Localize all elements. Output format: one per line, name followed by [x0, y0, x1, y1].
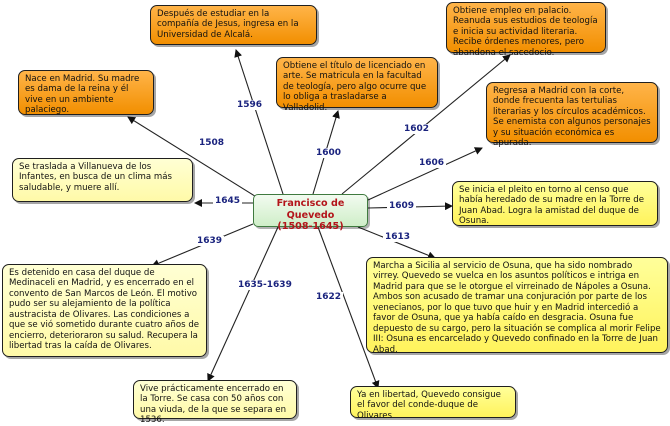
event-node-1600[interactable]: Obtiene el título de licenciado en arte.…	[276, 57, 438, 113]
event-node-1613[interactable]: Marcha a Sicilia al servicio de Osuna, q…	[366, 257, 668, 355]
event-text-1622: Ya en libertad, Quevedo consigue el favo…	[357, 390, 501, 421]
year-label-1622: 1622	[314, 292, 344, 302]
event-node-1596[interactable]: Después de estudiar en la compañía de Je…	[150, 5, 317, 45]
year-label-1609: 1609	[387, 201, 417, 211]
event-text-1609: Se inicia el pleito en torno al censo qu…	[459, 185, 645, 227]
event-node-1602[interactable]: Obtiene empleo en palacio. Reanuda sus e…	[446, 2, 606, 58]
center-node[interactable]: Francisco de Quevedo (1508-1645)	[253, 194, 368, 232]
event-text-1600: Obtiene el título de licenciado en arte.…	[283, 61, 427, 113]
line-1508	[127, 116, 259, 199]
event-node-1508[interactable]: Nace en Madrid. Su madre es dama de la r…	[18, 70, 154, 115]
event-node-1645[interactable]: Se traslada a Villanueva de los Infantes…	[12, 158, 193, 202]
event-node-1606[interactable]: Regresa a Madrid con la corte, donde fre…	[486, 82, 658, 148]
event-node-1609[interactable]: Se inicia el pleito en torno al censo qu…	[452, 181, 658, 226]
line-1613	[357, 226, 436, 260]
year-label-1606: 1606	[417, 158, 447, 168]
year-label-1596: 1596	[235, 100, 265, 110]
year-label-1602: 1602	[402, 124, 432, 134]
event-text-1508: Nace en Madrid. Su madre es dama de la r…	[25, 74, 140, 116]
center-name: Francisco de Quevedo	[276, 198, 345, 221]
line-1606	[367, 147, 483, 201]
year-label-1613: 1613	[383, 232, 413, 242]
event-text-1635: Vive prácticamente encerrado en la Torre…	[140, 384, 287, 426]
line-1596	[234, 49, 284, 195]
event-text-1596: Después de estudiar en la compañía de Je…	[157, 9, 299, 40]
event-text-1613: Marcha a Sicilia al servicio de Osuna, q…	[373, 261, 661, 355]
event-node-1639[interactable]: Es detenido en casa del duque de Medinac…	[2, 264, 207, 357]
year-label-1639: 1639	[195, 236, 225, 246]
year-label-1635-1639: 1635-1639	[236, 280, 294, 290]
year-label-1645: 1645	[213, 196, 243, 206]
event-text-1606: Regresa a Madrid con la corte, donde fre…	[493, 86, 651, 149]
event-node-1622[interactable]: Ya en libertad, Quevedo consigue el favo…	[350, 386, 516, 421]
line-1622	[317, 226, 380, 389]
event-text-1645: Se traslada a Villanueva de los Infantes…	[19, 162, 172, 193]
center-years: (1508-1645)	[277, 221, 344, 232]
event-text-1602: Obtiene empleo en palacio. Reanuda sus e…	[453, 6, 598, 58]
line-1635	[207, 226, 279, 382]
event-text-1639: Es detenido en casa del duque de Medinac…	[9, 268, 200, 352]
year-label-1508: 1508	[197, 138, 227, 148]
year-label-1600: 1600	[314, 148, 344, 158]
event-node-1635[interactable]: Vive prácticamente encerrado en la Torre…	[133, 380, 297, 425]
